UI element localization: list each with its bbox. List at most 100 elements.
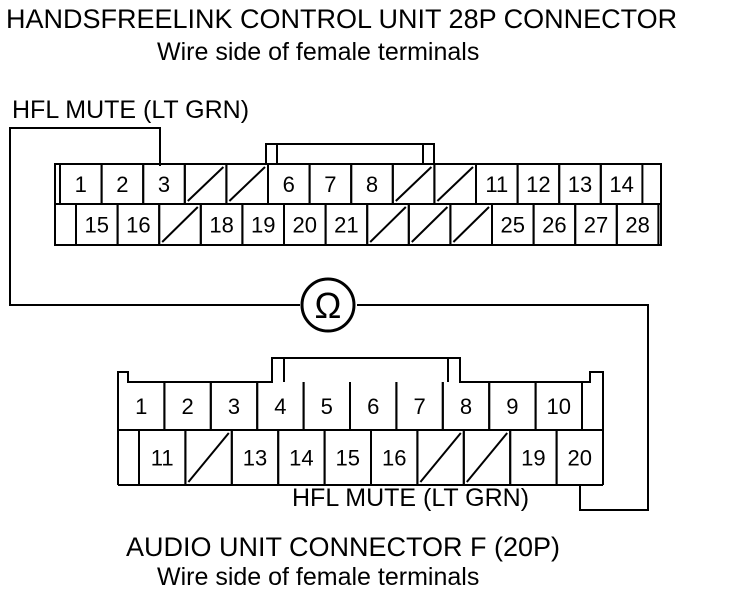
top-row1-pin-label: 2	[116, 172, 128, 197]
top-row2-pin-label: 19	[251, 213, 275, 238]
bottom-row1-cell: 4	[256, 382, 305, 430]
bottom-row2-pin-label: 11	[151, 446, 174, 471]
bottom-row1-cell: 10	[534, 382, 583, 430]
bottom-connector-subtitle: Wire side of female terminals	[157, 563, 479, 591]
top-row2-pin-label: 27	[584, 213, 608, 238]
top-row1-cell: 8	[350, 164, 394, 204]
bottom-row1-cell: 6	[349, 382, 398, 430]
top-row1-pin-label: 3	[158, 172, 170, 197]
top-row1-pin-label: 14	[609, 172, 633, 197]
top-row2-cell	[158, 204, 202, 245]
bottom-row2-pin-label: 16	[382, 446, 406, 471]
top-row1-cell: 12	[516, 164, 561, 204]
top-row2-cell	[449, 204, 493, 245]
test-wire	[9, 127, 649, 511]
bottom-row1-pin-label: 3	[228, 394, 240, 419]
top-wire-label: HFL MUTE (LT GRN)	[12, 96, 249, 124]
bottom-row1-pin-label: 9	[506, 394, 518, 419]
top-row2-pin-label: 16	[126, 213, 150, 238]
bottom-row1-cell: 1	[117, 382, 166, 430]
bottom-row2-cell: 19	[509, 430, 558, 485]
wire-segment-left	[9, 127, 300, 306]
bottom-row1-cell: 7	[395, 382, 444, 430]
bottom-row2-empty-cavity	[419, 432, 462, 483]
top-row1-cell: 2	[100, 164, 145, 204]
top-row2-pin-label: 18	[209, 213, 233, 238]
top-connector-latch	[265, 143, 435, 164]
bottom-row1-pin-label: 10	[547, 394, 571, 419]
top-row1-cell: 13	[558, 164, 602, 204]
top-row1-pin-label: 8	[366, 172, 378, 197]
bottom-row2-cell: 11	[138, 430, 187, 485]
bottom-connector-title: AUDIO UNIT CONNECTOR F (20P)	[126, 532, 560, 562]
top-row1-pin-label: 13	[568, 172, 592, 197]
top-row1-cell: 1	[59, 164, 103, 204]
bottom-row1-cell: 5	[302, 382, 351, 430]
top-row2-pin-label: 20	[293, 213, 317, 238]
top-row2-cell: 26	[532, 204, 577, 245]
top-row2-pin-label: 28	[625, 213, 649, 238]
top-row2-empty-cavity	[452, 206, 490, 243]
bottom-connector-housing	[117, 357, 604, 486]
bottom-row2-empty-cavity	[187, 432, 230, 483]
ohm-icon: Ω	[315, 285, 342, 326]
top-row1-cell: 7	[308, 164, 353, 204]
top-row2-cell: 21	[324, 204, 369, 245]
top-row1-empty-cavity	[187, 166, 225, 202]
bottom-row2-cell: 14	[277, 430, 326, 485]
bottom-row1-pin-label: 2	[181, 394, 193, 419]
bottom-row1-pin-label: 8	[460, 394, 472, 419]
top-row2-cell: 27	[574, 204, 618, 245]
bottom-row2-empty-cavity	[466, 432, 508, 483]
top-row2-pin-label: 25	[501, 213, 525, 238]
bottom-row1-pin-label: 7	[413, 394, 425, 419]
top-row2-cell: 20	[283, 204, 327, 245]
top-row1-cell	[225, 164, 269, 204]
top-row2-cell: 16	[116, 204, 161, 245]
bottom-row1-cell: 9	[488, 382, 537, 430]
top-row1-empty-cavity	[395, 166, 433, 202]
bottom-row1-cell: 8	[441, 382, 491, 430]
bottom-row1-pin-label: 6	[367, 394, 379, 419]
bottom-row2-cell: 13	[230, 430, 280, 485]
top-row2-empty-cavity	[411, 206, 449, 243]
bottom-row2-pin-label: 15	[336, 446, 360, 471]
top-row1-pin-label: 11	[485, 172, 508, 197]
bottom-row2-pin-label: 13	[243, 446, 267, 471]
bottom-row2-pin-label: 19	[521, 446, 545, 471]
top-row1-cell: 6	[267, 164, 311, 204]
top-row2-cell	[407, 204, 452, 245]
top-row1-cell	[433, 164, 477, 204]
top-row2-pin-label: 15	[85, 213, 109, 238]
top-row2-pin-label: 26	[542, 213, 566, 238]
top-row1-cell: 3	[142, 164, 186, 204]
bottom-row1-cell: 2	[163, 382, 212, 430]
bottom-wire-label: HFL MUTE (LT GRN)	[292, 484, 529, 512]
bottom-row2-pin-label: 20	[568, 446, 592, 471]
top-row2-cell: 15	[75, 204, 119, 245]
top-row1-pin-label: 6	[283, 172, 295, 197]
bottom-row2-cell	[184, 430, 233, 485]
top-row2-cell: 25	[491, 204, 535, 245]
top-row2-cell: 19	[241, 204, 285, 245]
ohmmeter-circle	[300, 277, 356, 333]
bottom-row1-pin-label: 1	[135, 394, 147, 419]
top-row2-cell: 18	[199, 204, 244, 245]
wire-segment-right	[357, 304, 649, 511]
top-row1-pin-label: 1	[75, 172, 87, 197]
top-row1-pin-label: 12	[526, 172, 550, 197]
top-row2-cell: 28	[615, 204, 660, 245]
bottom-connector-body	[117, 357, 604, 485]
bottom-row1-cell: 3	[209, 382, 259, 430]
top-row1-cell: 11	[475, 164, 519, 204]
top-row1-empty-cavity	[436, 166, 474, 202]
bottom-row2-cell: 15	[323, 430, 372, 485]
top-row2-cell	[366, 204, 410, 245]
top-row2-empty-cavity	[161, 206, 199, 243]
top-connector-subtitle: Wire side of female terminals	[157, 38, 479, 66]
top-row1-cell	[183, 164, 228, 204]
ohmmeter: Ω	[300, 277, 356, 333]
bottom-row2-cell	[462, 430, 512, 485]
